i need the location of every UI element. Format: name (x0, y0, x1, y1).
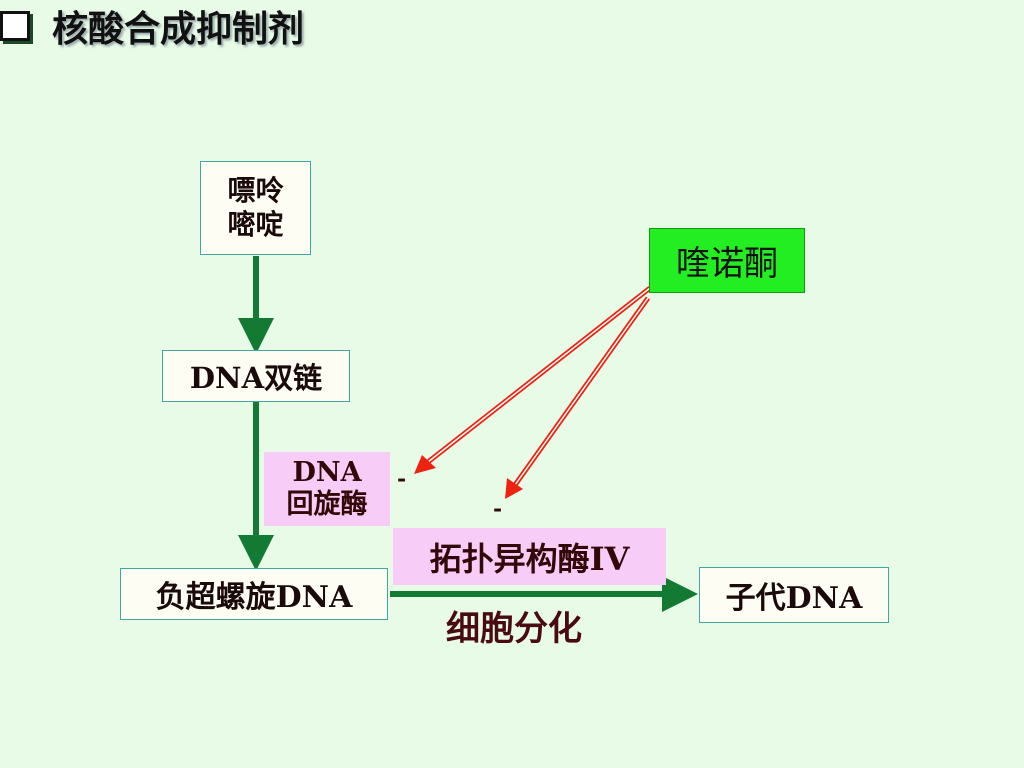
inhibit-arrow-topo (505, 296, 651, 499)
inhibit-mark-topo: - (493, 496, 503, 522)
quinolone-label: 喹诺酮 (676, 244, 778, 284)
gyrase-label-2: 回旋酶 (286, 489, 368, 520)
negative-supercoil-dna-box: 负超螺旋DNA (120, 568, 388, 620)
gyrase-label-1: DNA (292, 457, 362, 488)
topoisomerase-iv-box: 拓扑异构酶IV (393, 528, 666, 585)
topo-iv-label: 拓扑异构酶IV (429, 539, 630, 578)
daughter-dna-label: 子代DNA (725, 581, 863, 616)
purine-label: 嘌呤 (227, 174, 284, 207)
dna-double-strand-box: DNA双链 (162, 350, 350, 402)
cell-division-label: 细胞分化 (446, 609, 582, 649)
neg-supercoil-label: 负超螺旋DNA (155, 580, 353, 615)
dna-gyrase-box: DNA 回旋酶 (264, 452, 390, 526)
daughter-dna-box: 子代DNA (699, 567, 889, 623)
slide-title: 核酸合成抑制剂 (0, 0, 1024, 52)
pyrimidine-label: 嘧啶 (227, 208, 284, 241)
title-text: 核酸合成抑制剂 (52, 9, 305, 50)
purine-pyrimidine-box: 嘌呤 嘧啶 (200, 161, 311, 255)
checkbox-bullet-icon (0, 11, 30, 41)
quinolone-box: 喹诺酮 (649, 228, 805, 293)
dna-double-label: DNA双链 (189, 361, 323, 395)
inhibit-mark-gyrase: - (397, 466, 407, 492)
inhibit-arrow-gyrase (414, 286, 652, 474)
